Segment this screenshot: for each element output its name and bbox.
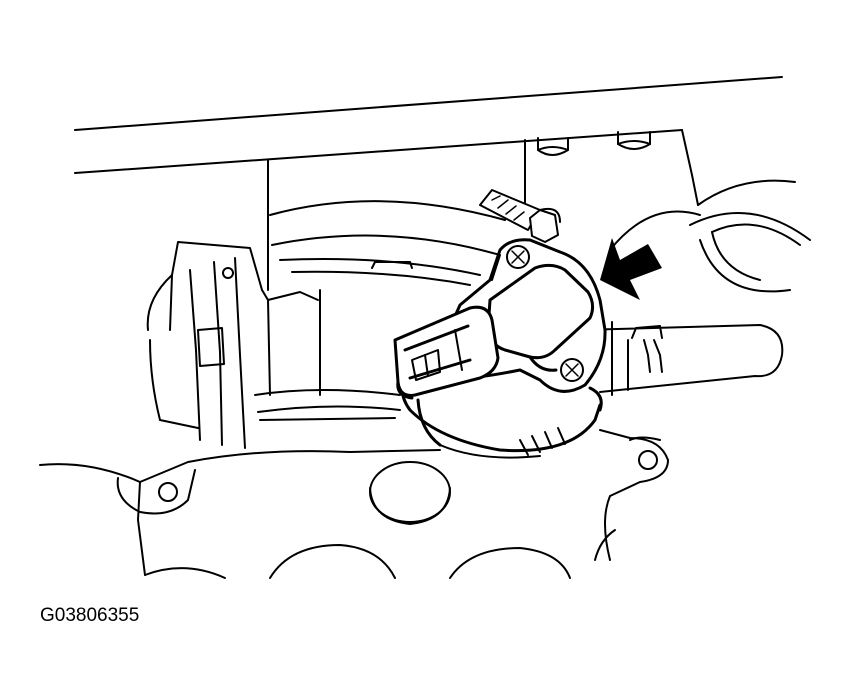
sensor-mounting-screw-lower (560, 358, 584, 382)
indicator-arrow (600, 238, 662, 300)
right-boss (609, 210, 811, 293)
sensor-connector (393, 305, 500, 400)
intake-manifold (39, 429, 669, 579)
engine-cover-upper (74, 76, 796, 291)
figure-code: G03806355 (40, 605, 139, 626)
sensor-mounting-screw-upper (506, 245, 530, 269)
coolant-hose (579, 321, 784, 396)
hose-spring-clamp (631, 325, 663, 373)
left-bracket (146, 241, 319, 449)
hose-clamp (479, 189, 561, 243)
